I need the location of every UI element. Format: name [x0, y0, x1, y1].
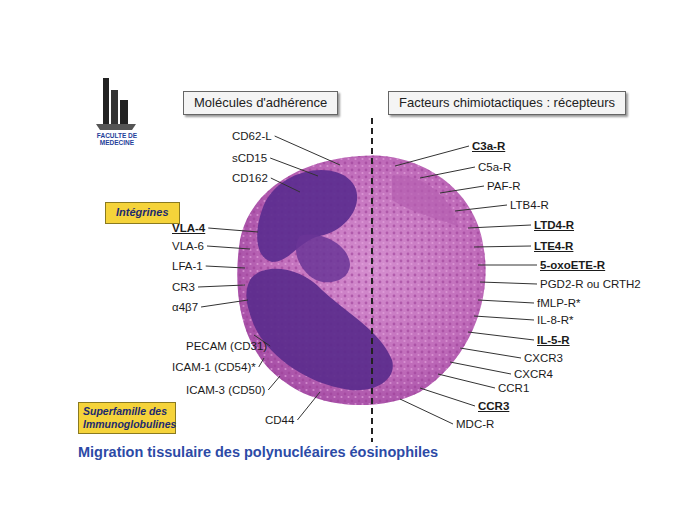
receptor-label: 5-oxoETE-R [540, 258, 605, 272]
leader-line [297, 392, 320, 420]
receptor-label: CXCR3 [524, 351, 563, 365]
leader-line [438, 374, 495, 388]
box-text: Superfamille des Immunoglobulines [83, 405, 171, 431]
leader-line [478, 265, 537, 266]
receptor-label: CCR1 [498, 381, 529, 395]
box-text: Facteurs chimiotactiques : récepteurs [399, 95, 615, 111]
receptor-label: IL-5-R [537, 333, 570, 347]
leader-line [201, 300, 248, 307]
slide-title: Migration tissulaire des polynucléaires … [78, 445, 438, 459]
leader-line [268, 376, 280, 390]
leader-line [206, 266, 245, 268]
leader-line [207, 246, 250, 249]
adhesion-molecule-label: PECAM (CD31) [186, 339, 267, 353]
receptor-label: PGD2-R ou CRTH2 [540, 277, 641, 291]
adhesion-molecule-label: CD44 [265, 413, 294, 427]
receptor-label: LTE4-R [534, 239, 573, 253]
adhesion-molecule-label: CD162 [232, 171, 268, 185]
box-text: Molécules d'adhérence [194, 95, 327, 111]
header-box: Molécules d'adhérence [183, 91, 338, 115]
leader-line [208, 228, 258, 232]
receptor-label: CXCR4 [514, 367, 553, 381]
receptor-label: IL-8-R* [537, 313, 573, 327]
receptor-label: PAF-R [487, 179, 521, 193]
receptor-label: fMLP-R* [537, 296, 580, 310]
leader-line [270, 158, 318, 176]
box-text: Intégrines [116, 206, 169, 220]
leader-line [400, 399, 453, 424]
adhesion-molecule-label: VLA-6 [172, 239, 204, 253]
leader-line [474, 316, 534, 320]
leader-line [271, 178, 300, 192]
receptor-label: MDC-R [456, 417, 494, 431]
adhesion-molecule-label: ICAM-1 (CD54)* [172, 360, 256, 374]
receptor-label: C5a-R [478, 160, 511, 174]
leader-line [440, 186, 484, 193]
leader-line [450, 362, 511, 374]
leader-line [468, 332, 534, 340]
adhesion-molecule-label: sCD15 [232, 151, 267, 165]
adhesion-molecule-label: CR3 [172, 280, 195, 294]
leader-line [460, 348, 521, 358]
group-box: Intégrines [105, 202, 180, 224]
leader-line [478, 300, 534, 303]
leader-line [198, 285, 245, 287]
leader-line [420, 167, 475, 178]
leader-line [468, 225, 531, 228]
leader-line [275, 136, 340, 165]
header-box: Facteurs chimiotactiques : récepteurs [388, 91, 626, 115]
leader-line [455, 205, 507, 211]
receptor-label: LTB4-R [510, 198, 549, 212]
leader-line [474, 246, 531, 247]
receptor-label: LTD4-R [534, 218, 574, 232]
faculty-logo [96, 78, 136, 130]
leader-line [395, 146, 469, 166]
adhesion-molecule-label: VLA-4 [172, 221, 205, 235]
leader-line [420, 388, 475, 406]
eosinophil-cell [237, 155, 485, 405]
adhesion-molecule-label: ICAM-3 (CD50) [186, 383, 265, 397]
adhesion-molecule-label: α4β7 [172, 300, 198, 314]
leader-line [480, 282, 537, 284]
adhesion-molecule-label: CD62-L [232, 129, 272, 143]
receptor-label: C3a-R [472, 139, 505, 153]
adhesion-molecule-label: LFA-1 [172, 259, 203, 273]
receptor-label: CCR3 [478, 399, 509, 413]
leader-line [259, 358, 264, 367]
group-box: Superfamille des Immunoglobulines [78, 402, 176, 434]
divider-line [371, 118, 373, 442]
logo-text: FACULTE DE MEDECINE [92, 132, 142, 146]
